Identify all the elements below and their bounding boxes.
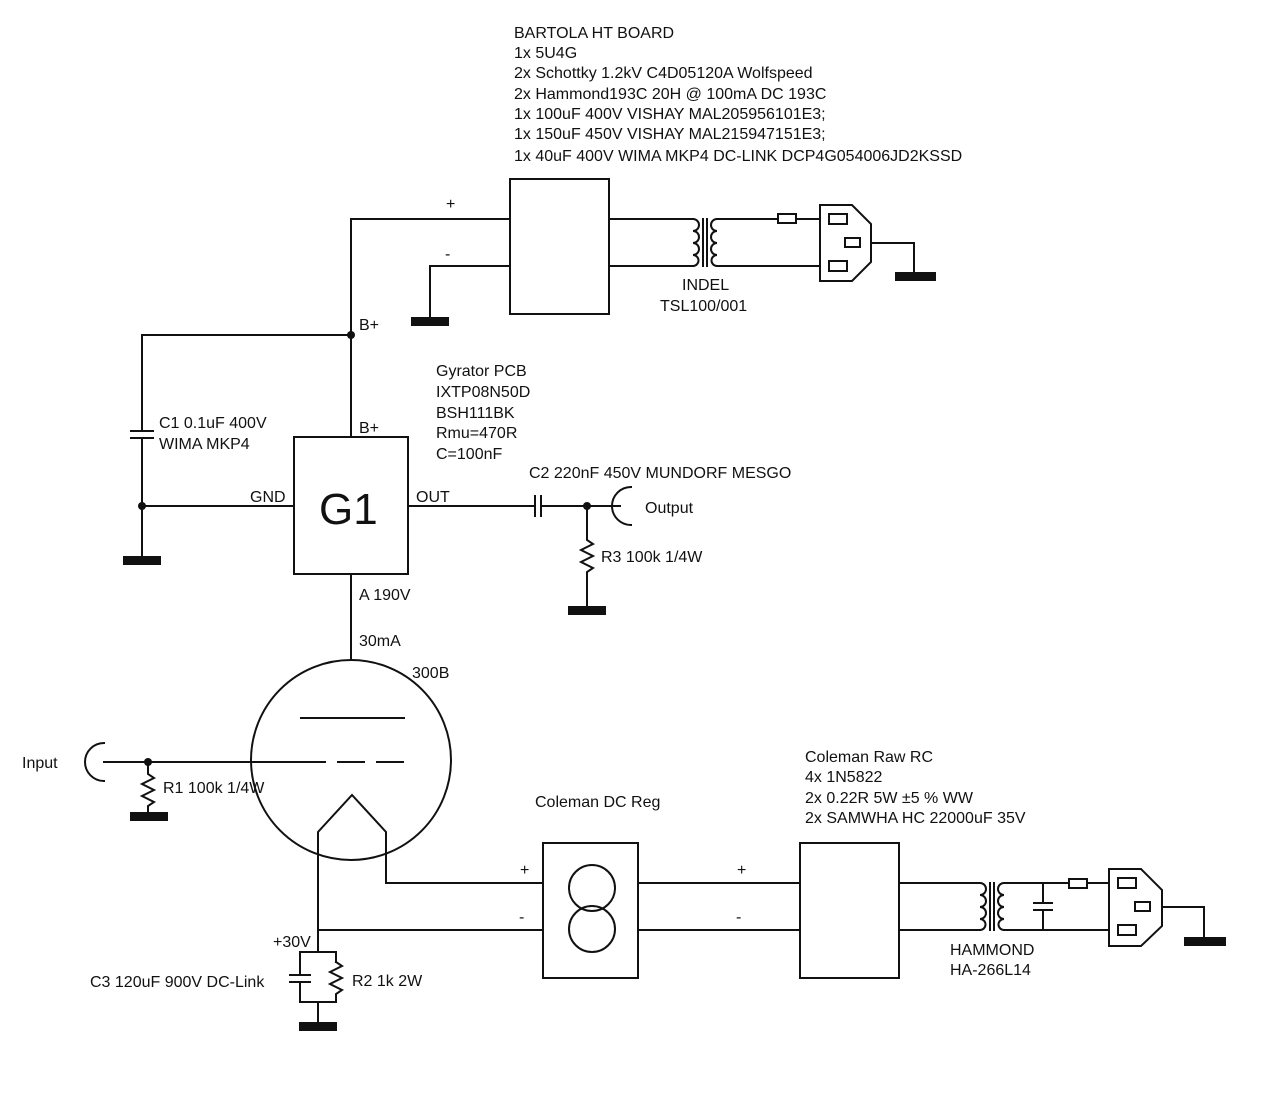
gyrator-note: BSH111BK xyxy=(436,405,515,422)
ht-board-line: 1x 150uF 450V VISHAY MAL215947151E3; xyxy=(514,126,826,143)
ground-symbol xyxy=(130,812,168,821)
r2-resistor xyxy=(327,960,345,1003)
ht-board-line: 2x Schottky 1.2kV C4D05120A Wolfspeed xyxy=(514,65,813,82)
c1-label: WIMA MKP4 xyxy=(159,436,250,453)
dc-reg-title: Coleman DC Reg xyxy=(535,794,660,811)
tube-envelope xyxy=(250,659,452,861)
gyrator-bplus-pin: B+ xyxy=(359,420,379,437)
raw-rc-notes: Coleman Raw RC 4x 1N5822 2x 0.22R 5W ±5 … xyxy=(805,749,1026,827)
c1-label: C1 0.1uF 400V xyxy=(159,415,267,432)
ht-board-line: 1x 100uF 400V VISHAY MAL205956101E3; xyxy=(514,106,826,123)
bplus-node-label: B+ xyxy=(359,317,379,334)
ground-symbol xyxy=(568,606,606,615)
ht-transformer-label: INDEL xyxy=(682,277,729,294)
c1-wire xyxy=(141,334,352,432)
raw-rc-note: 2x SAMWHA HC 22000uF 35V xyxy=(805,810,1026,827)
output-jack-icon xyxy=(611,485,633,527)
ground-symbol xyxy=(123,556,161,565)
ground-symbol xyxy=(895,272,936,281)
raw-rc-note: 2x 0.22R 5W ±5 % WW xyxy=(805,790,974,807)
fuse-symbol xyxy=(1068,878,1088,889)
c2-label: C2 220nF 450V MUNDORF MESGO xyxy=(529,465,791,482)
r3-label: R3 100k 1/4W xyxy=(601,549,703,566)
raw-rc-box xyxy=(799,842,900,979)
ht-board-line: 1x 40uF 400V WIMA MKP4 DC-LINK DCP4G0540… xyxy=(514,148,962,165)
raw-rc-note: Coleman Raw RC xyxy=(805,749,933,766)
ground-symbol xyxy=(299,1022,337,1031)
gyrator-notes: Gyrator PCB IXTP08N50D BSH111BK Rmu=470R… xyxy=(436,363,530,463)
gyrator-box xyxy=(293,436,409,575)
c3-capacitor xyxy=(289,974,311,983)
current-source-icon xyxy=(568,864,616,953)
hammond-transformer xyxy=(898,881,1110,932)
raw-plus-label: + xyxy=(737,862,746,879)
raw-rc-note: 4x 1N5822 xyxy=(805,769,882,786)
anode-current-label: 30mA xyxy=(359,633,401,650)
c1-capacitor xyxy=(130,430,154,439)
gyrator-gnd-pin: GND xyxy=(250,489,286,506)
output-label: Output xyxy=(645,500,694,517)
hammond-label: HAMMOND xyxy=(950,942,1034,959)
r1-resistor xyxy=(139,761,157,813)
c3-label: C3 120uF 900V DC-Link xyxy=(90,974,265,991)
iec-inlet-icon xyxy=(819,204,915,282)
gyrator-note: IXTP08N50D xyxy=(436,384,530,401)
tube-filament xyxy=(317,793,387,884)
gyrator-out-pin: OUT xyxy=(416,489,450,506)
gyrator-note: C=100nF xyxy=(436,446,502,463)
r3-resistor xyxy=(578,505,596,607)
r2-label: R2 1k 2W xyxy=(352,973,423,990)
iec-inlet-icon xyxy=(1108,868,1205,947)
ht-board-minus: - xyxy=(445,246,450,263)
ht-board-plus: + xyxy=(446,196,455,213)
hammond-label: HA-266L14 xyxy=(950,962,1031,979)
ht-board-box xyxy=(509,178,610,315)
input-jack-icon xyxy=(84,741,106,783)
anode-voltage-label: A 190V xyxy=(359,587,411,604)
ht-board-line: 1x 5U4G xyxy=(514,45,577,62)
gyrator-name: G1 xyxy=(319,485,378,534)
filament-voltage-label: +30V xyxy=(273,934,311,951)
ht-board-title: BARTOLA HT BOARD xyxy=(514,25,674,42)
ground-symbol xyxy=(411,317,449,326)
x-capacitor xyxy=(1033,882,1053,931)
r1-label: R1 100k 1/4W xyxy=(163,780,265,797)
ht-board-notes: BARTOLA HT BOARD 1x 5U4G 2x Schottky 1.2… xyxy=(514,25,962,165)
ht-transformer-label: TSL100/001 xyxy=(660,298,747,315)
gyrator-note: Rmu=470R xyxy=(436,425,517,442)
ht-board-line: 2x Hammond193C 20H @ 100mA DC 193C xyxy=(514,86,826,103)
fuse-symbol xyxy=(777,213,797,224)
bplus-wire xyxy=(350,218,511,438)
tube-label: 300B xyxy=(412,665,449,682)
ht-transformer xyxy=(608,217,821,268)
ht-ground-wire xyxy=(429,265,511,322)
gyrator-note: Gyrator PCB xyxy=(436,363,527,380)
reg-plus-label: + xyxy=(520,862,529,879)
raw-minus-label: - xyxy=(736,909,741,926)
reg-minus-label: - xyxy=(519,909,524,926)
ground-symbol xyxy=(1184,937,1226,946)
input-label: Input xyxy=(22,755,58,772)
